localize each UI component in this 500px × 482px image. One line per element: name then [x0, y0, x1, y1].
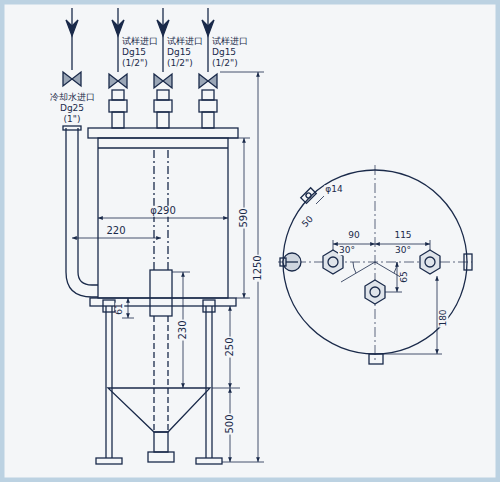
- dimension-text: 500: [225, 413, 236, 434]
- dimension-text: 65: [400, 270, 409, 283]
- inlet-arrows: [66, 8, 214, 72]
- port-size: Dg15: [211, 48, 237, 57]
- port-size: Dg15: [121, 48, 147, 57]
- dimension-text: 180: [439, 308, 448, 327]
- dimension-text: φ14: [324, 185, 343, 194]
- port-size: Dg25: [59, 104, 85, 113]
- dimension-text: 220: [105, 226, 126, 237]
- cooler-body: [98, 138, 228, 298]
- port-label: 试样进口: [166, 37, 204, 46]
- center-pipe: [150, 150, 172, 432]
- port-label: 冷却水进口: [49, 93, 96, 102]
- port-label: 试样进口: [211, 37, 249, 46]
- dimension-lines: [72, 72, 264, 462]
- port-size: (1/2"): [166, 59, 194, 68]
- top-view: [278, 165, 472, 364]
- dimension-text: 30°: [338, 246, 356, 255]
- dimension-text: 590: [239, 207, 250, 228]
- drain-funnel: [108, 388, 210, 432]
- dimension-text: 61: [115, 302, 124, 315]
- top-view-dimensions: [316, 196, 442, 354]
- dimension-text: 50: [300, 214, 316, 230]
- dimension-text: 250: [225, 336, 236, 357]
- dimension-text: 90: [347, 231, 360, 240]
- cooling-pipe: [66, 128, 98, 297]
- dimension-text: 230: [178, 319, 189, 340]
- dimension-text: 1250: [253, 254, 264, 281]
- top-flange: [88, 128, 238, 138]
- dimension-text: 115: [393, 231, 412, 240]
- port-size: Dg15: [166, 48, 192, 57]
- port-size: (1/2"): [121, 59, 149, 68]
- legs: [96, 300, 222, 464]
- port-size: (1/2"): [211, 59, 239, 68]
- dimension-text: φ290: [149, 206, 177, 217]
- bottom-flange: [90, 298, 236, 306]
- dimension-text: 30°: [394, 246, 412, 255]
- port-label: 试样进口: [121, 37, 159, 46]
- port-size: (1"): [63, 115, 82, 124]
